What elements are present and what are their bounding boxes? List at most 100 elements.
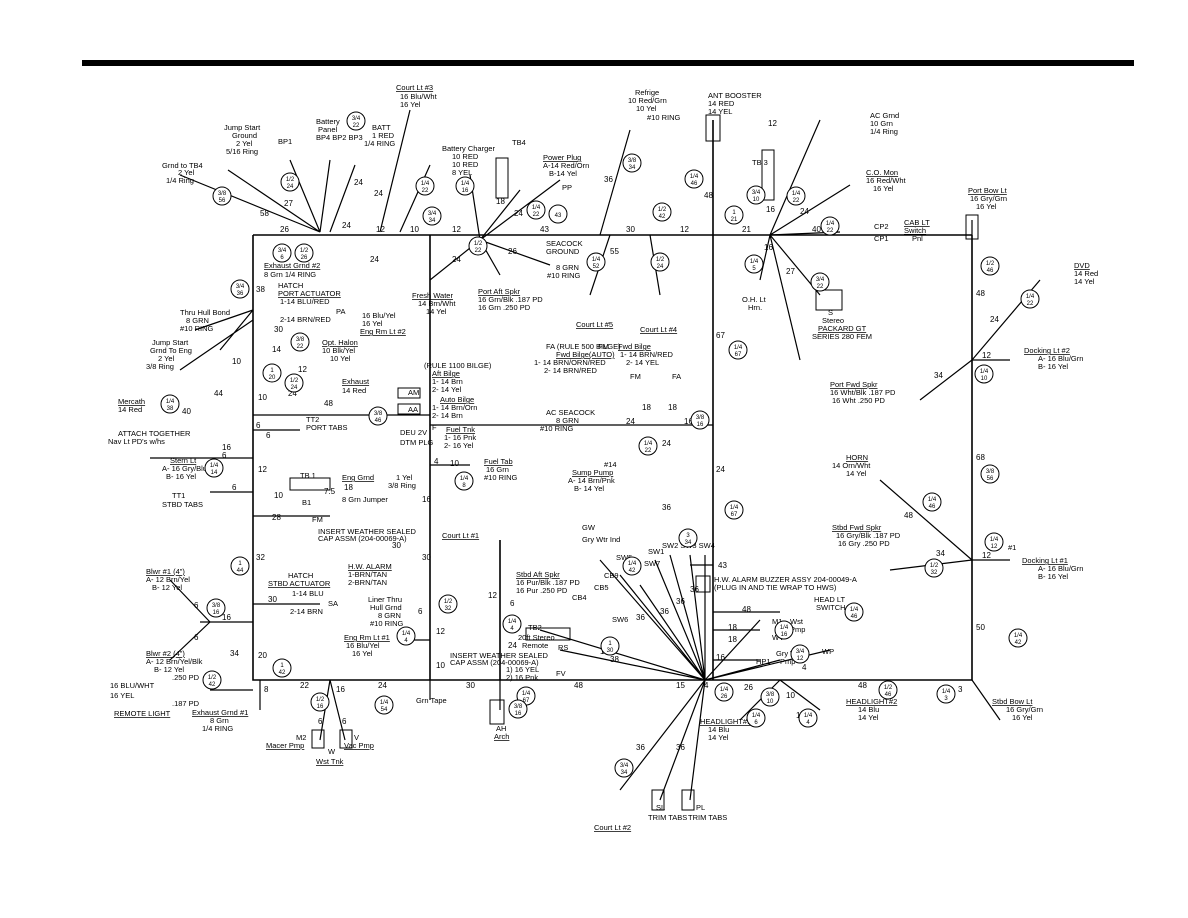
- wire-gauge-label: 48: [574, 681, 583, 690]
- wire-gauge-label: 48: [324, 399, 333, 408]
- reference-circle: 1/422: [786, 186, 806, 206]
- label-pas-w2: 16 Grn .250 PD: [478, 303, 531, 312]
- wiring-frame: [150, 109, 1041, 811]
- reference-circle-top: 1/2: [474, 241, 483, 247]
- reference-circle-top: 3/4: [278, 248, 287, 254]
- label-court-lt-3-w1: 16 Blu/Wht: [400, 92, 438, 101]
- label-hatch-stbd: HATCH: [288, 571, 313, 580]
- reference-circle: 1/446: [844, 602, 864, 622]
- label-h2-w2: 14 Yel: [858, 713, 879, 722]
- reference-circle: 1/426: [714, 682, 734, 702]
- reference-circle-bottom: 22: [422, 188, 429, 194]
- label-m1: M1: [772, 617, 782, 626]
- label-fm-fwd: FM: [598, 342, 609, 351]
- label-eg1-w1: 8 Grn: [210, 716, 229, 725]
- reference-circle-outline: [272, 243, 292, 263]
- wire-gauge-label: 6: [194, 601, 199, 610]
- label-port-aft-spkr: Port Aft Spkr: [478, 287, 521, 296]
- reference-circle-bottom: 12: [991, 544, 998, 550]
- reference-circle: 1/45: [744, 254, 764, 274]
- reference-circle: 121: [724, 205, 744, 225]
- reference-circle-outline: [790, 644, 810, 664]
- reference-circle-top: 3/8: [374, 411, 383, 417]
- label-oh-w1: 10 Blk/Yel: [322, 346, 355, 355]
- label-co-w2: 16 Yel: [873, 184, 894, 193]
- label-ac-grnd-w2: 1/4 Ring: [870, 127, 898, 136]
- label-dl2-w1: A- 16 Blu/Grn: [1038, 354, 1083, 363]
- label-battery-panel2: Panel: [318, 125, 338, 134]
- reference-circle-top: 3/8: [696, 415, 705, 421]
- label-refrige-w3: #10 RING: [647, 113, 681, 122]
- reference-circle-bottom: 34: [685, 540, 692, 546]
- wire-gauge-label: 10: [232, 357, 241, 366]
- reference-circle: 1/44: [798, 708, 818, 728]
- reference-circle-outline: [760, 687, 780, 707]
- reference-circle: 3/834: [622, 153, 642, 173]
- label-insert-sealed-b: INSERT WEATHER SEALED: [450, 651, 549, 660]
- label-ant-w2: 14 YEL: [708, 107, 732, 116]
- label-pbl-w1: 16 Gry/Grn: [970, 194, 1007, 203]
- label-sl-w1: A- 16 Gry/Blu: [162, 464, 207, 473]
- reference-circle-bottom: 16: [781, 632, 788, 638]
- wire-gauge-label: 6: [342, 717, 347, 726]
- reference-circle-bottom: 16: [462, 188, 469, 194]
- reference-circle: 1/224: [280, 172, 300, 192]
- label-dtm: DTM PLG: [400, 438, 434, 447]
- reference-circle: 1/442: [622, 556, 642, 576]
- label-hatch-stbd2: STBD ACTUATOR: [268, 579, 331, 588]
- reference-circle-outline: [622, 153, 642, 173]
- label-w: W: [328, 747, 336, 756]
- reference-circle: 120: [262, 363, 282, 383]
- label-horn-w1: 14 Orn/Wht: [832, 461, 871, 470]
- label-b1-w2: B- 12 Yel: [152, 583, 182, 592]
- reference-circle-outline: [272, 658, 292, 678]
- label-ftb-w1: 16 Grn: [486, 465, 509, 474]
- reference-circle-top: 3/8: [212, 603, 221, 609]
- reference-circle: 1/48: [454, 471, 474, 491]
- label-ab-w2: 2- 14 Yel: [432, 385, 462, 394]
- label-ft-w2: 2- 16 Yel: [444, 441, 474, 450]
- reference-circle-outline: [230, 279, 250, 299]
- reference-circle: 1/224: [650, 252, 670, 272]
- reference-circle-top: 1/4: [780, 625, 789, 631]
- wire-gauge-label: 22: [300, 681, 309, 690]
- wire-gauge-label: 30: [422, 553, 431, 562]
- wire-gauge-label: 32: [256, 553, 265, 562]
- reference-circle-bottom: 3: [944, 696, 948, 702]
- wire-gauge-label: 48: [904, 511, 913, 520]
- reference-circle-bottom: 46: [851, 614, 858, 620]
- wire-gauge-label: 16: [222, 443, 231, 452]
- label-exhaust-grnd-1: Exhaust Grnd #1: [192, 708, 248, 717]
- reference-circle-bottom: 34: [629, 165, 636, 171]
- header-rule: [82, 60, 1134, 66]
- wire-gauge-label: 18: [728, 623, 737, 632]
- reference-circle: 3/434: [422, 206, 442, 226]
- reference-circle-outline: [724, 500, 744, 520]
- wire-gauge-label: 36: [636, 743, 645, 752]
- label-fwd-bilge-auto: Fwd Bilge(AUTO): [556, 350, 615, 359]
- reference-circle-top: 1/4: [380, 700, 389, 706]
- reference-circle-outline: [548, 204, 568, 224]
- label-bc-w1: 10 RED: [452, 152, 479, 161]
- reference-circle-bottom: 16: [317, 704, 324, 710]
- reference-circle-outline: [212, 186, 232, 206]
- reference-circle-bottom: 46: [929, 504, 936, 510]
- label-aft-bilge-rule: (RULE 1100 BILGE): [424, 361, 492, 370]
- label-blwr-2: Blwr #2 (4"): [146, 649, 185, 658]
- wire-gauge-label: 6: [256, 421, 261, 430]
- label-sp-w1: A- 14 Brn/Pnk: [568, 476, 615, 485]
- reference-circle: 3/436: [230, 279, 250, 299]
- reference-circle-bottom: 22: [793, 198, 800, 204]
- label-court-lt-3-w2: 16 Yel: [400, 100, 421, 109]
- reference-circle-outline: [284, 373, 304, 393]
- label-port-fwd-spkr: Port Fwd Spkr: [830, 380, 878, 389]
- reference-circle-top: 1/4: [792, 191, 801, 197]
- reference-circle-top: 3: [686, 533, 690, 539]
- label-f-lbl: F: [432, 423, 437, 432]
- reference-circle-bottom: 22: [475, 248, 482, 254]
- reference-circle-bottom: 24: [657, 264, 664, 270]
- wire-gauge-label: 36: [676, 597, 685, 606]
- label-rl-250: .250 PD: [172, 673, 200, 682]
- label-lt-w2: 8 GRN: [378, 611, 401, 620]
